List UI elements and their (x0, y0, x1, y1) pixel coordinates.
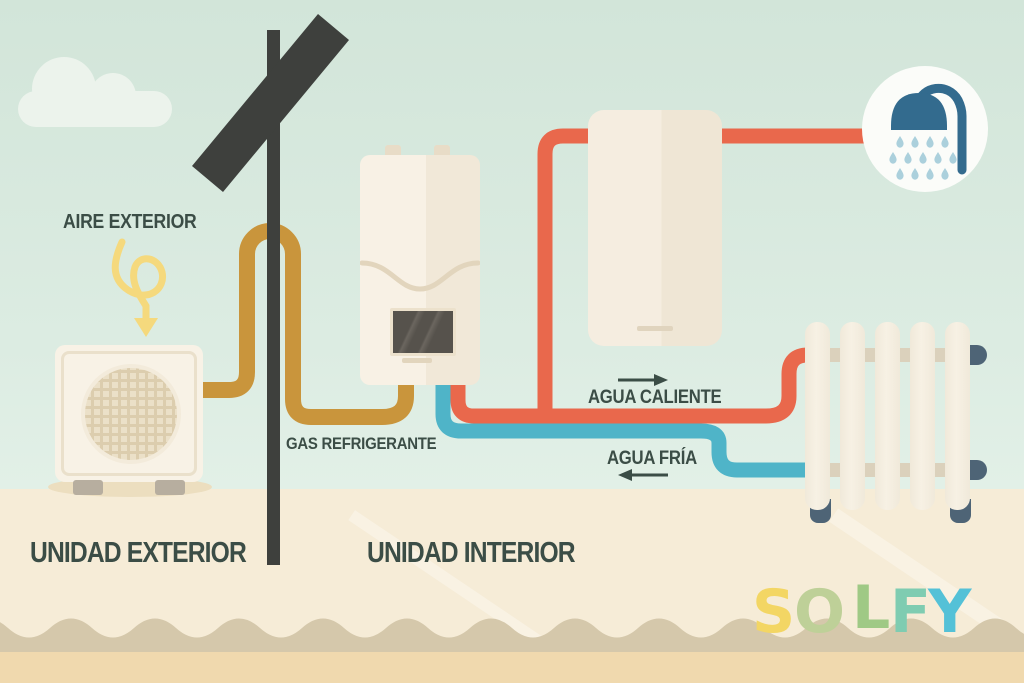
label-unidad-interior: UNIDAD INTERIOR (367, 537, 576, 569)
solar-panel (192, 14, 349, 192)
label-gas-refrigerante: GAS REFRIGERANTE (286, 434, 437, 453)
brand-letter: S (752, 577, 795, 646)
label-aire-exterior: AIRE EXTERIOR (63, 211, 197, 233)
display-screen (390, 308, 456, 356)
indoor-unit-indicator (402, 358, 432, 363)
brand-letter: Y (927, 577, 973, 646)
label-agua-fria: AGUA FRÍA (607, 448, 697, 469)
sand-bottom-band (0, 652, 1024, 683)
brand-letter: L (852, 573, 890, 643)
brand-letter: F (890, 577, 931, 646)
brand-letter: O (794, 577, 845, 646)
fan-grille-icon (81, 364, 181, 464)
outdoor-unit-frame (61, 351, 197, 476)
water-tank (588, 110, 722, 346)
radiator (803, 320, 989, 524)
radiator-fin (875, 322, 900, 510)
outdoor-unit (55, 345, 203, 495)
gas-refrigerant-pipe (196, 223, 414, 425)
shower-badge (862, 66, 988, 192)
water-tank-seam (637, 326, 673, 331)
hot-water-pipe-tank-branch (537, 128, 866, 412)
sand-wave-strip (0, 618, 1024, 683)
cloud-icon (18, 57, 172, 127)
indoor-unit-curve-trim (360, 260, 480, 292)
air-flow-arrow-icon (111, 238, 167, 324)
hot-water-pipe (450, 347, 814, 424)
shower-head (891, 93, 947, 130)
radiator-fin (945, 322, 970, 510)
shower-arm (913, 83, 967, 175)
radiator-fin (910, 322, 935, 510)
label-unidad-exterior: UNIDAD EXTERIOR (30, 537, 247, 569)
outdoor-unit-foot (73, 480, 103, 495)
radiator-fin (805, 322, 830, 510)
cold-water-pipe (435, 376, 814, 478)
radiator-fin (840, 322, 865, 510)
cold-flow-arrow-icon (618, 469, 668, 481)
mounting-pole (267, 30, 280, 565)
water-drops (889, 136, 957, 180)
air-flow-arrowhead (134, 318, 158, 337)
outdoor-unit-foot (155, 480, 185, 495)
shower-icon (889, 83, 967, 180)
label-agua-caliente: AGUA CALIENTE (588, 387, 722, 408)
hot-flow-arrow-icon (618, 374, 668, 386)
cloud-base (18, 91, 172, 127)
indoor-unit (360, 145, 480, 385)
brand-logo: S O L F Y (752, 573, 973, 646)
